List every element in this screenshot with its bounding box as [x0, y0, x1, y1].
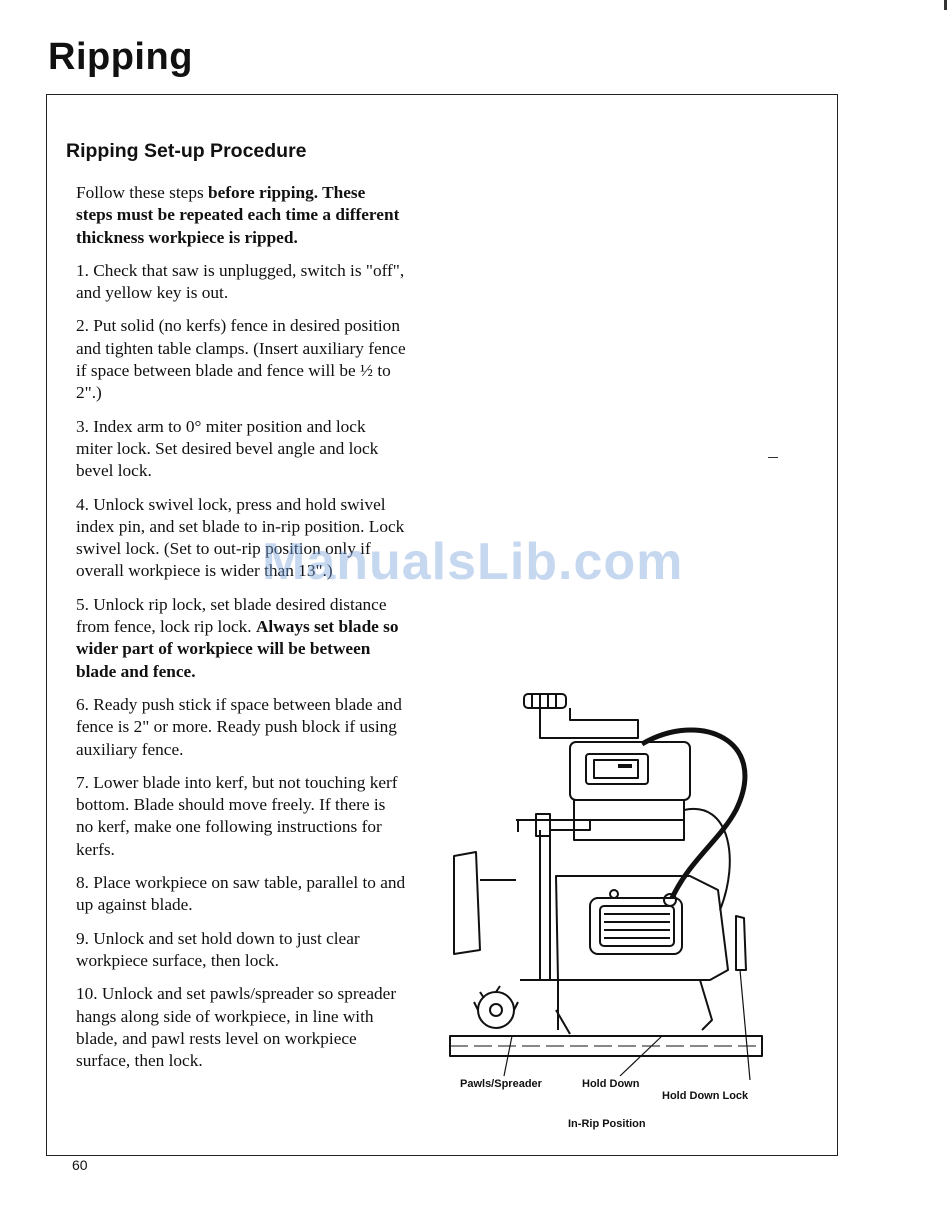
- label-pawls-spreader: Pawls/Spreader: [460, 1078, 542, 1090]
- saw-illustration: [440, 680, 780, 1081]
- step-3: 3. Index arm to 0° miter position and lo…: [76, 416, 379, 481]
- page-number: 60: [72, 1157, 88, 1173]
- step-5-bold: Always set blade so wider part of workpi…: [76, 617, 399, 681]
- scan-mark: [944, 0, 947, 10]
- intro-bold: before ripping. These steps must be repe…: [76, 183, 400, 247]
- handle: [453, 851, 481, 955]
- step-2: 2. Put solid (no kerfs) fence in desired…: [76, 316, 406, 403]
- section-title: Ripping Set-up Procedure: [66, 140, 307, 162]
- content-frame: [46, 94, 838, 1156]
- step-6: 6. Ready push stick if space between bla…: [76, 694, 402, 759]
- step-9: 9. Unlock and set hold down to just clea…: [76, 928, 360, 970]
- saw-drawing: [449, 693, 763, 1081]
- step-5: 5. Unlock rip lock, set blade desired di…: [76, 594, 406, 683]
- step-7: 7. Lower blade into kerf, but not touchi…: [76, 772, 398, 859]
- watermark: ManualsLib.com: [262, 533, 684, 591]
- step-10: 10. Unlock and set pawls/spreader so spr…: [76, 984, 397, 1071]
- page-title: Ripping: [48, 36, 193, 78]
- figure-caption: In-Rip Position: [568, 1118, 646, 1130]
- step-4: 4. Unlock swivel lock, press and hold sw…: [76, 494, 405, 581]
- intro-paragraph: Follow these steps before ripping. These…: [76, 182, 406, 249]
- intro-lead: Follow these steps: [76, 183, 209, 202]
- step-8: 8. Place workpiece on saw table, paralle…: [76, 873, 406, 915]
- elevation-knob: [523, 693, 567, 709]
- procedure-text: Follow these steps before ripping. These…: [76, 182, 406, 1083]
- carriage-housing: [569, 741, 691, 801]
- step-1: 1. Check that saw is unplugged, switch i…: [76, 260, 405, 303]
- step-5-text: 5. Unlock rip lock, set blade desired di…: [76, 594, 387, 637]
- power-cord: [640, 727, 748, 900]
- scan-dash: [768, 457, 778, 458]
- hold-down-lock: [735, 915, 747, 971]
- label-hold-down-lock: Hold Down Lock: [662, 1090, 749, 1102]
- label-hold-down: Hold Down: [582, 1078, 640, 1090]
- motor-housing: [555, 875, 729, 981]
